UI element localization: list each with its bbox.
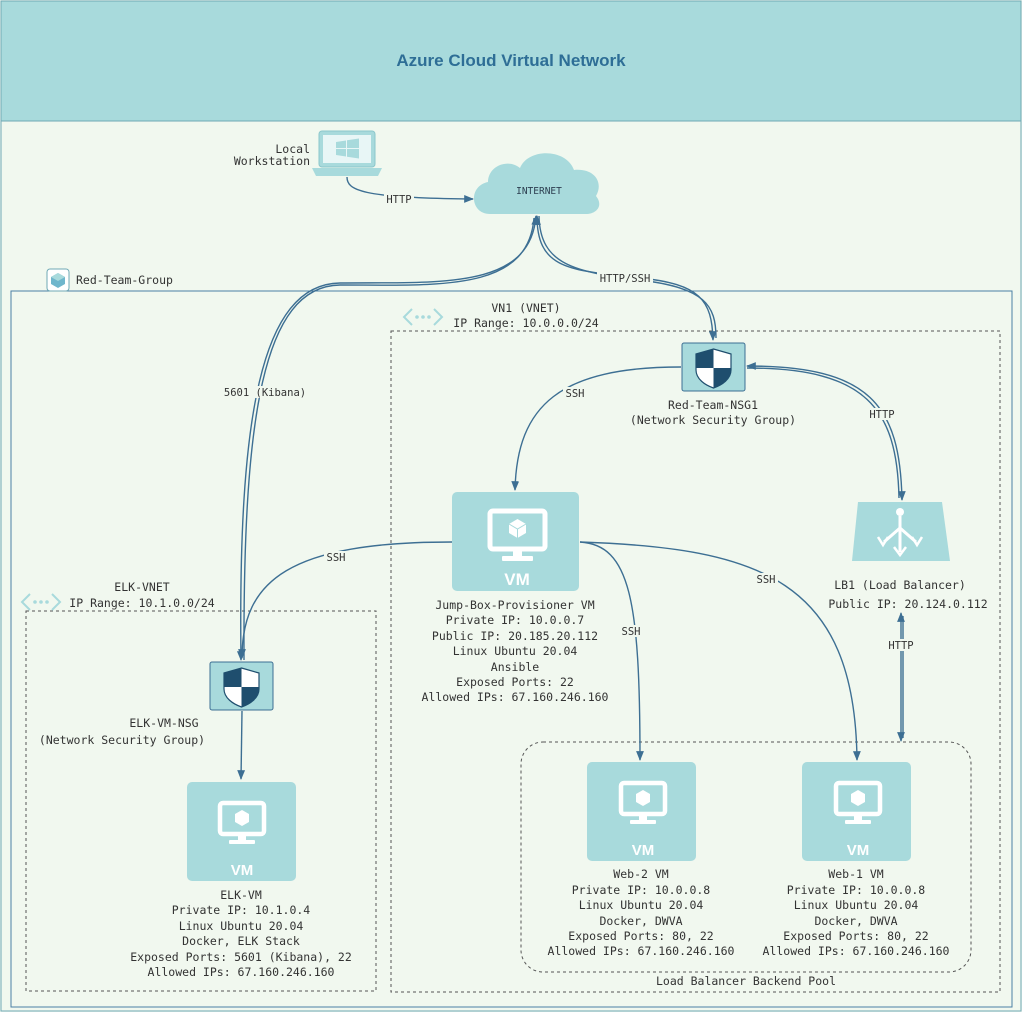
workstation-label-line2: Workstation bbox=[234, 154, 310, 168]
elk-vm-icon bbox=[187, 782, 296, 881]
edge-elknsg-elkvm bbox=[237, 710, 246, 780]
elk-nsg-label-line1: ELK-VM-NSG bbox=[129, 716, 198, 730]
canvas-border bbox=[0, 120, 1022, 1012]
resource-group-label: Red-Team-Group bbox=[76, 273, 173, 287]
lb1-label-line2: Public IP: 20.124.0.112 bbox=[828, 597, 987, 611]
edge-internet-elknsg: 5601 (Kibana) bbox=[221, 215, 540, 661]
edge-jumpbox-elknsg: SSH bbox=[238, 541, 453, 659]
jump-box-line-6: Allowed IPs: 67.160.246.160 bbox=[422, 690, 609, 704]
edge-nsg1-jumpbox-label: SSH bbox=[566, 388, 585, 400]
edge-nsg1-jumpbox: SSH bbox=[511, 366, 682, 491]
jump-box-line-1: Private IP: 10.0.0.7 bbox=[446, 613, 585, 627]
vnet1-ip-range: IP Range: 10.0.0.0/24 bbox=[453, 316, 598, 330]
diagram-title: Azure Cloud Virtual Network bbox=[396, 51, 626, 70]
edge-jumpbox-web1: SSH bbox=[579, 541, 861, 761]
elk-vnet-name: ELK-VNET bbox=[114, 580, 169, 594]
web2-line-3: Docker, DWVA bbox=[599, 914, 682, 928]
edge-ws-internet-label: HTTP bbox=[386, 194, 411, 206]
web1-line-0: Web-1 VM bbox=[828, 867, 883, 881]
edge-internet-nsg1: HTTP/SSH bbox=[533, 215, 717, 341]
edge-jumpbox-web2-label: SSH bbox=[622, 626, 641, 638]
jump-box-line-4: Ansible bbox=[491, 660, 540, 674]
web2-line-5: Allowed IPs: 67.160.246.160 bbox=[548, 944, 735, 958]
backend-pool-container bbox=[520, 741, 972, 973]
web1-vm-icon bbox=[802, 762, 911, 861]
web2-vm-icon bbox=[587, 762, 696, 861]
web2-vm-details: Web-2 VM Private IP: 10.0.0.8 Linux Ubun… bbox=[548, 867, 735, 958]
load-balancer-icon bbox=[852, 502, 950, 561]
web1-line-3: Docker, DWVA bbox=[814, 914, 897, 928]
elk-nsg-label-line2: (Network Security Group) bbox=[39, 733, 205, 747]
elk-vm-line-2: Linux Ubuntu 20.04 bbox=[179, 919, 304, 933]
backend-pool-label: Load Balancer Backend Pool bbox=[656, 974, 836, 988]
edge-ws-internet: HTTP bbox=[346, 176, 474, 206]
web2-line-2: Linux Ubuntu 20.04 bbox=[579, 898, 704, 912]
edge-jumpbox-web1-label: SSH bbox=[757, 574, 776, 586]
nsg1-label-line1: Red-Team-NSG1 bbox=[668, 398, 758, 412]
header-band bbox=[0, 0, 1022, 122]
edge-internet-elknsg-label: 5601 (Kibana) bbox=[224, 387, 306, 399]
web1-line-4: Exposed Ports: 80, 22 bbox=[783, 929, 928, 943]
jump-box-vm-icon-text: VM bbox=[504, 570, 530, 589]
edge-lb1-pool-label: HTTP bbox=[888, 640, 913, 652]
cloud-icon bbox=[473, 153, 600, 214]
web2-line-0: Web-2 VM bbox=[613, 867, 668, 881]
elk-vnet-icon bbox=[20, 593, 62, 611]
elk-vm-icon-text: VM bbox=[231, 862, 254, 879]
elk-vm-line-5: Allowed IPs: 67.160.246.160 bbox=[148, 965, 335, 979]
jump-box-line-5: Exposed Ports: 22 bbox=[456, 675, 574, 689]
edge-nsg1-lb1-label: HTTP bbox=[869, 409, 894, 421]
vnet1-icon bbox=[402, 308, 444, 326]
nsg1-shield-icon bbox=[681, 342, 746, 392]
elk-vnet-container bbox=[25, 610, 377, 992]
vnet1-name: VN1 (VNET) bbox=[491, 301, 560, 315]
elk-vm-line-3: Docker, ELK Stack bbox=[182, 934, 300, 948]
web1-line-1: Private IP: 10.0.0.8 bbox=[787, 883, 926, 897]
edge-nsg1-lb1: HTTP bbox=[746, 362, 906, 501]
web2-line-1: Private IP: 10.0.0.8 bbox=[572, 883, 711, 897]
workstation-label-line1: Local bbox=[275, 142, 310, 156]
lb1-label-line1: LB1 (Load Balancer) bbox=[834, 578, 966, 592]
elk-vm-line-0: ELK-VM bbox=[220, 888, 262, 902]
web1-line-2: Linux Ubuntu 20.04 bbox=[794, 898, 919, 912]
edge-jumpbox-web2: SSH bbox=[579, 541, 644, 761]
jump-box-line-3: Linux Ubuntu 20.04 bbox=[453, 644, 578, 658]
laptop-icon bbox=[312, 130, 382, 176]
web1-vm-details: Web-1 VM Private IP: 10.0.0.8 Linux Ubun… bbox=[763, 867, 950, 958]
nsg1-label-line2: (Network Security Group) bbox=[630, 413, 796, 427]
jump-box-details: Jump-Box-Provisioner VM Private IP: 10.0… bbox=[422, 598, 609, 704]
edge-internet-nsg1-label: HTTP/SSH bbox=[600, 273, 651, 285]
edge-jumpbox-elknsg-label: SSH bbox=[327, 552, 346, 564]
elk-vm-details: ELK-VM Private IP: 10.1.0.4 Linux Ubuntu… bbox=[130, 888, 352, 979]
resource-group-icon bbox=[46, 268, 70, 292]
web2-vm-icon-text: VM bbox=[632, 842, 655, 859]
internet-label: INTERNET bbox=[516, 186, 562, 197]
jump-box-line-0: Jump-Box-Provisioner VM bbox=[435, 598, 594, 612]
elk-vm-line-1: Private IP: 10.1.0.4 bbox=[172, 903, 311, 917]
jump-box-line-2: Public IP: 20.185.20.112 bbox=[432, 629, 598, 643]
web2-line-4: Exposed Ports: 80, 22 bbox=[568, 929, 713, 943]
web1-line-5: Allowed IPs: 67.160.246.160 bbox=[763, 944, 950, 958]
elk-nsg-shield-icon bbox=[209, 661, 274, 711]
edge-lb1-pool: HTTP bbox=[886, 612, 916, 742]
elk-vm-line-4: Exposed Ports: 5601 (Kibana), 22 bbox=[130, 950, 352, 964]
web1-vm-icon-text: VM bbox=[847, 842, 870, 859]
elk-vnet-ip-range: IP Range: 10.1.0.0/24 bbox=[69, 596, 214, 610]
vnet1-container bbox=[390, 330, 1001, 993]
